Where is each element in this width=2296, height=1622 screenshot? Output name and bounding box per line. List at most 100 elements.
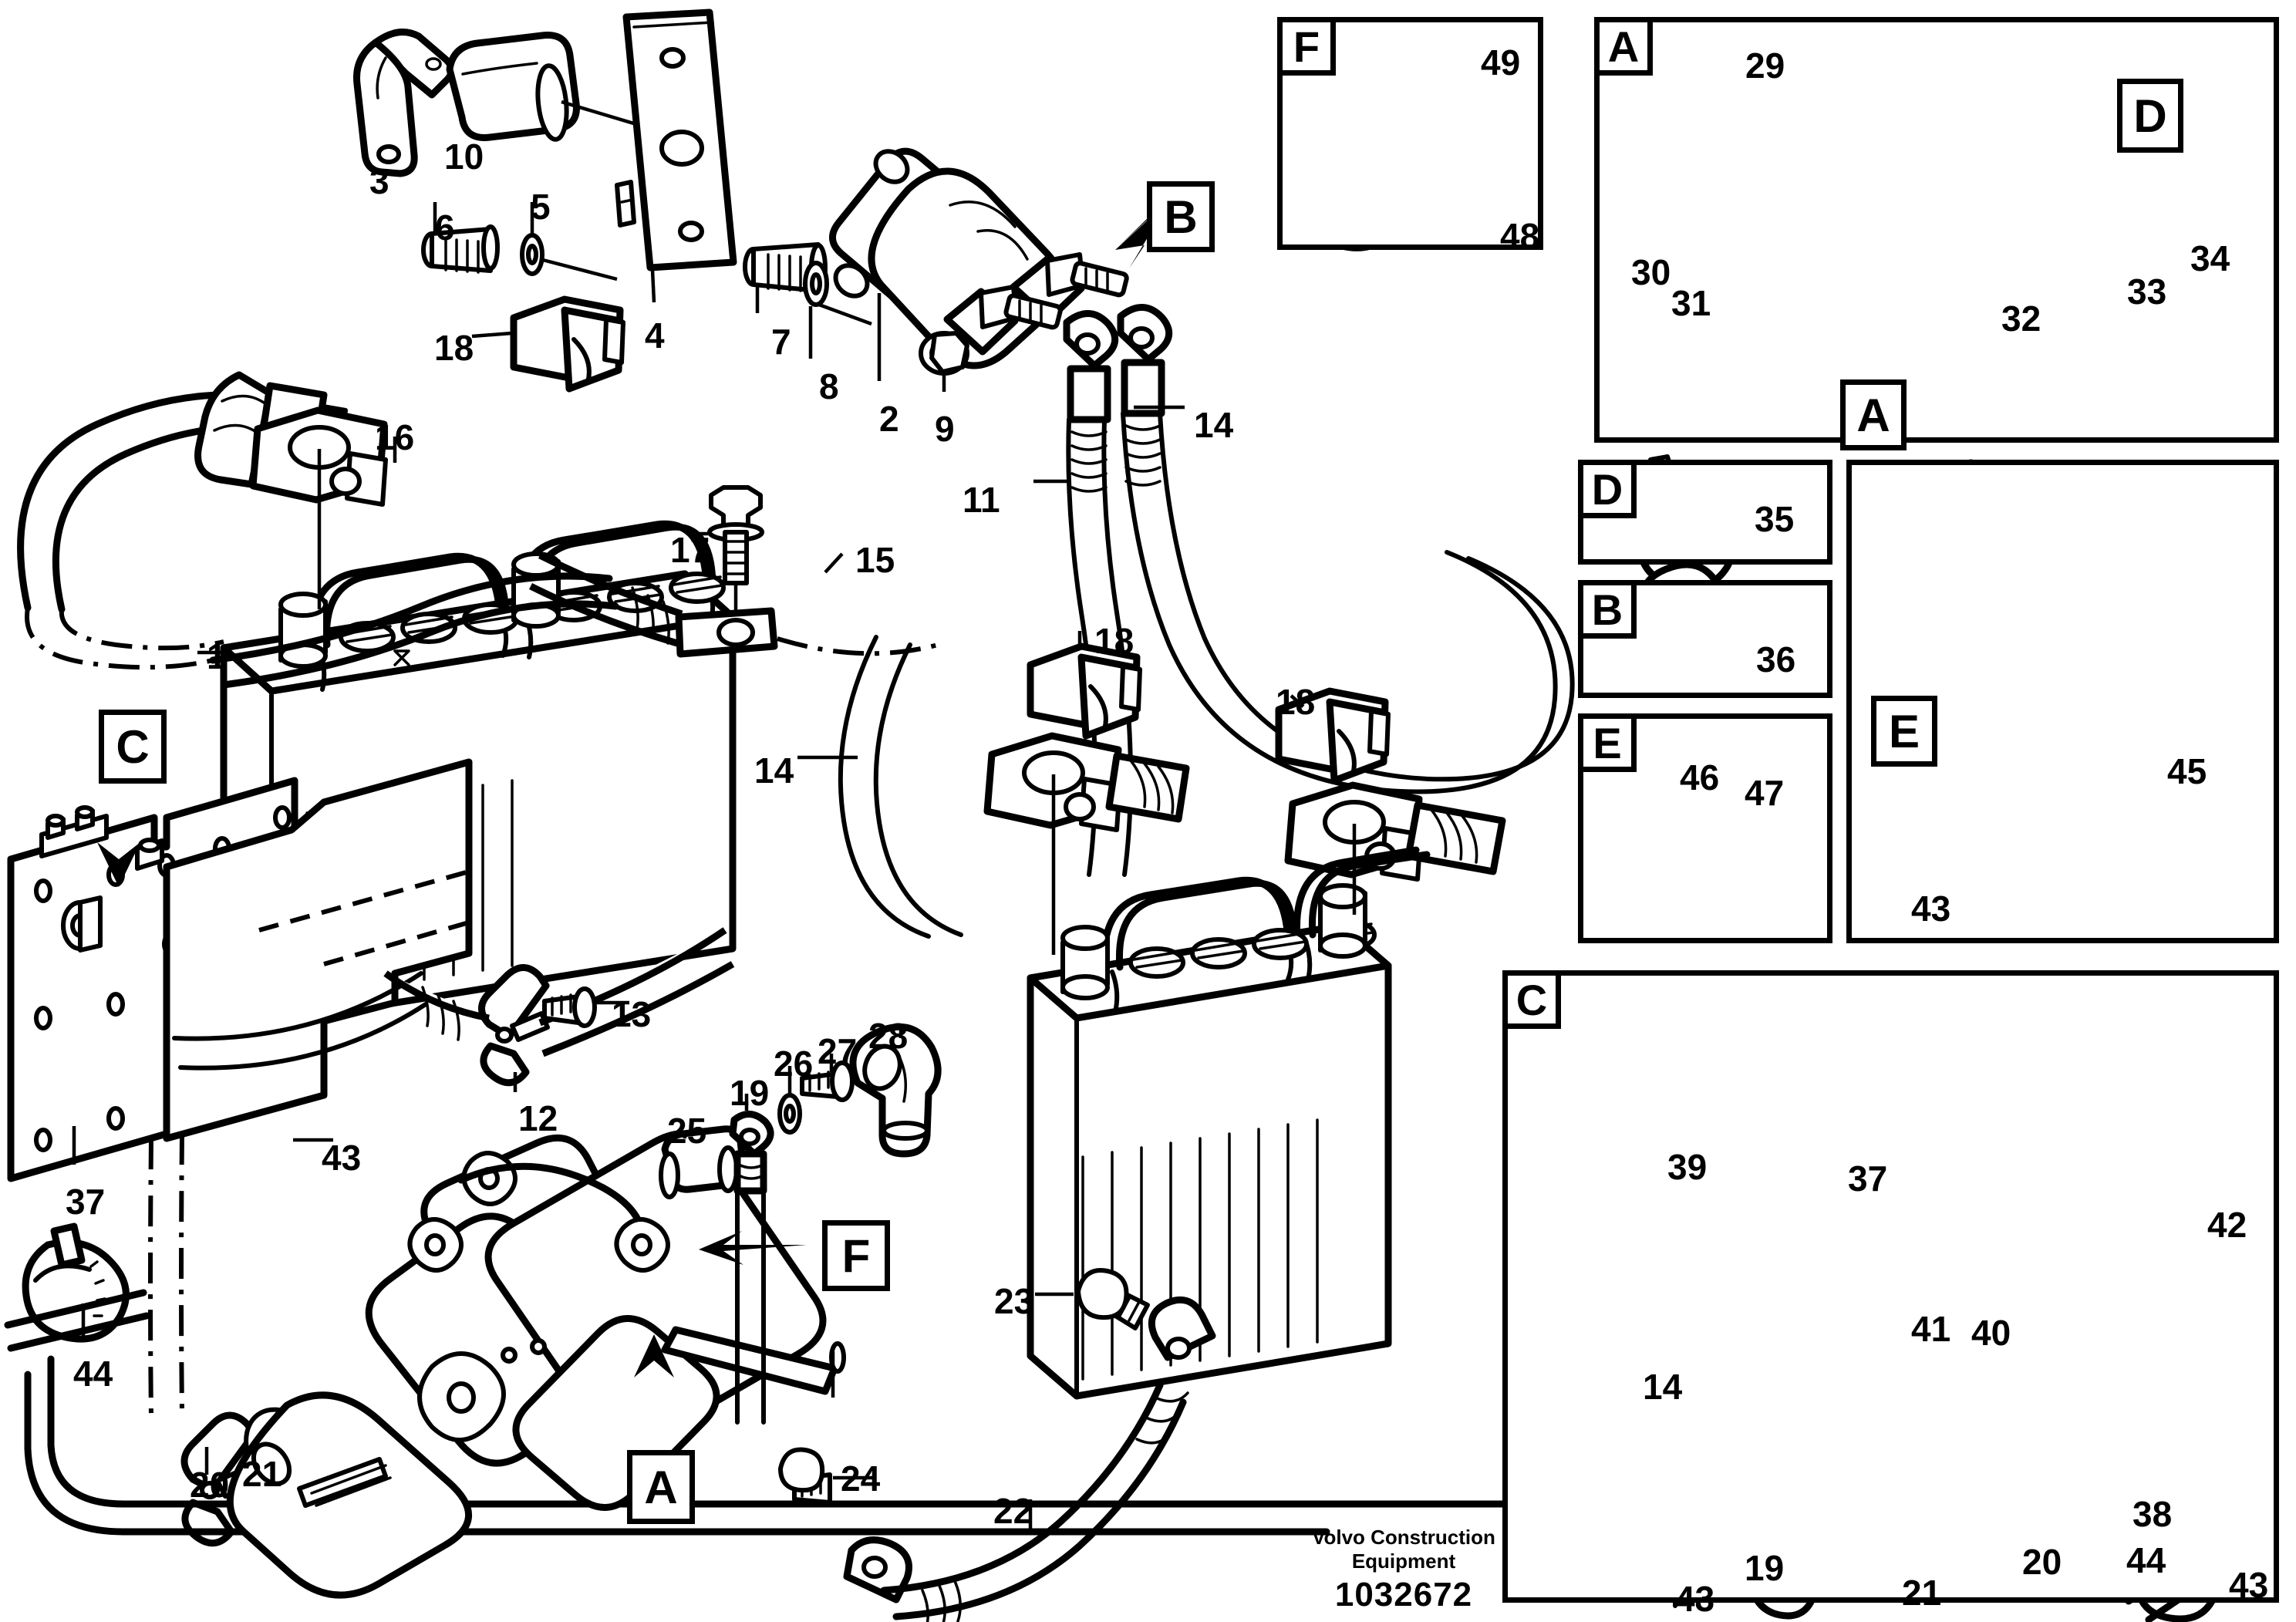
brand-line-2: Equipment: [1351, 1549, 1456, 1573]
part-18-terminal-boot-a: [510, 295, 625, 393]
callout-16: 16: [375, 417, 415, 457]
callout-18: 18: [1276, 682, 1316, 722]
part-6-bolt: [421, 224, 500, 274]
callout-43: 43: [322, 1138, 362, 1178]
cable-14-route: [838, 635, 931, 939]
detail-panel-C: C: [1502, 970, 2279, 1603]
callout-48: 48: [1500, 216, 1540, 256]
callout-4: 4: [645, 315, 665, 356]
part-44-cable-tie: [4, 1222, 150, 1352]
reference-box-E-in-panel-E: E: [1871, 696, 1937, 767]
callout-19: 19: [730, 1073, 770, 1113]
callout-14: 14: [1643, 1367, 1683, 1407]
detail-panel-B-label: B: [1583, 585, 1637, 639]
callout-19: 19: [1745, 1548, 1785, 1588]
plate-terminal-studs: [39, 805, 164, 871]
detail-panel-F: F: [1277, 17, 1543, 250]
callout-20: 20: [2022, 1542, 2062, 1582]
detail-panel-E-label: E: [1583, 719, 1637, 772]
callout-46: 46: [1680, 757, 1720, 798]
callout-28: 28: [868, 1016, 909, 1056]
solenoid-terminal-lower: [943, 285, 1063, 356]
part-5-washer: [520, 233, 544, 276]
terminal-clamp-right: [1284, 781, 1506, 882]
callout-9: 9: [935, 409, 955, 449]
callout-8: 8: [819, 366, 839, 406]
callout-41: 41: [1911, 1309, 1951, 1349]
detail-panel-A-label: A: [1600, 22, 1653, 76]
callout-14: 14: [1194, 405, 1234, 445]
detail-panel-B: B: [1578, 580, 1832, 698]
callout-38: 38: [2132, 1494, 2173, 1534]
callout-12: 12: [518, 1098, 558, 1138]
callout-3: 3: [369, 161, 389, 201]
part-9-nut: [919, 331, 969, 376]
part-4-mounting-plate: [615, 8, 737, 271]
part-17-bolt: [707, 485, 764, 585]
callout-14: 14: [754, 750, 794, 791]
part-18-terminal-boot-b: [1027, 642, 1142, 740]
callout-21: 21: [242, 1454, 282, 1494]
part-8-washer: [803, 261, 829, 307]
callout-22: 22: [993, 1491, 1033, 1531]
callout-35: 35: [1755, 499, 1795, 539]
callout-33: 33: [2127, 271, 2167, 312]
part-27-bolt: [800, 1061, 855, 1102]
callout-21: 21: [1902, 1573, 1942, 1613]
callout-31: 31: [1671, 283, 1711, 323]
reference-box-B: B: [1147, 181, 1215, 252]
callout-39: 39: [1667, 1147, 1708, 1187]
part-10-insulating-sleeve: [446, 32, 580, 142]
callout-10: 10: [444, 137, 484, 177]
part-23-bolt: [1076, 1268, 1150, 1330]
solenoid-terminal-upper: [1010, 252, 1129, 323]
detail-panel-D: D: [1578, 460, 1832, 565]
reference-box-A-in-panel-A: A: [1840, 379, 1907, 450]
part-22-ground-cable: [843, 1296, 1216, 1622]
part-number: 1032672: [1334, 1576, 1473, 1614]
callout-6: 6: [435, 207, 455, 248]
part-13-bolt: [542, 986, 597, 1028]
terminal-clamp-center: [983, 732, 1190, 832]
callout-44: 44: [2126, 1540, 2166, 1580]
callout-43: 43: [1675, 1579, 1715, 1619]
part-18-terminal-boot-c: [1275, 687, 1391, 784]
callout-26: 26: [774, 1044, 814, 1084]
part-26-washer: [777, 1093, 802, 1135]
part-28-terminal-boot: [849, 1023, 942, 1158]
cable-lug-15: [528, 551, 778, 658]
callout-47: 47: [1745, 773, 1785, 813]
reference-box-C: C: [99, 710, 167, 784]
ref-arrow-c: [97, 776, 140, 887]
battery-post-positive-left: [278, 592, 328, 669]
callout-45: 45: [2167, 751, 2207, 791]
reference-box-F: F: [822, 1220, 890, 1291]
callout-7: 7: [771, 322, 791, 362]
cable-43-a: [172, 971, 423, 1041]
ref-arrow-a: [634, 1334, 674, 1441]
callout-17: 17: [670, 530, 710, 570]
callout-43: 43: [1911, 889, 1951, 929]
detail-panel-C-label: C: [1508, 976, 1561, 1029]
callout-13: 13: [612, 994, 652, 1034]
callout-18: 18: [434, 328, 474, 368]
callout-27: 27: [818, 1031, 858, 1071]
callout-24: 24: [841, 1458, 881, 1499]
callout-2: 2: [879, 399, 899, 439]
footer-block: Volvo Construction Equipment 1032672: [1276, 1526, 1531, 1614]
ref-arrow-f: [699, 1231, 807, 1265]
detail-panel-F-label: F: [1283, 22, 1336, 76]
callout-18: 18: [1094, 621, 1135, 661]
callout-42: 42: [2207, 1205, 2247, 1245]
part-3-cable-clamp: [353, 29, 455, 177]
callout-1: 1: [207, 636, 227, 676]
battery-post-right-b: [1318, 883, 1367, 959]
starter-motor: [226, 1130, 846, 1599]
battery-post-right-a: [1060, 925, 1110, 1000]
callout-25: 25: [667, 1111, 707, 1151]
callout-40: 40: [1971, 1313, 2011, 1353]
reference-box-D-in-panel-A: D: [2117, 79, 2183, 153]
brand-line-1: Volvo Construction: [1312, 1526, 1495, 1549]
reference-box-A: A: [627, 1450, 695, 1524]
